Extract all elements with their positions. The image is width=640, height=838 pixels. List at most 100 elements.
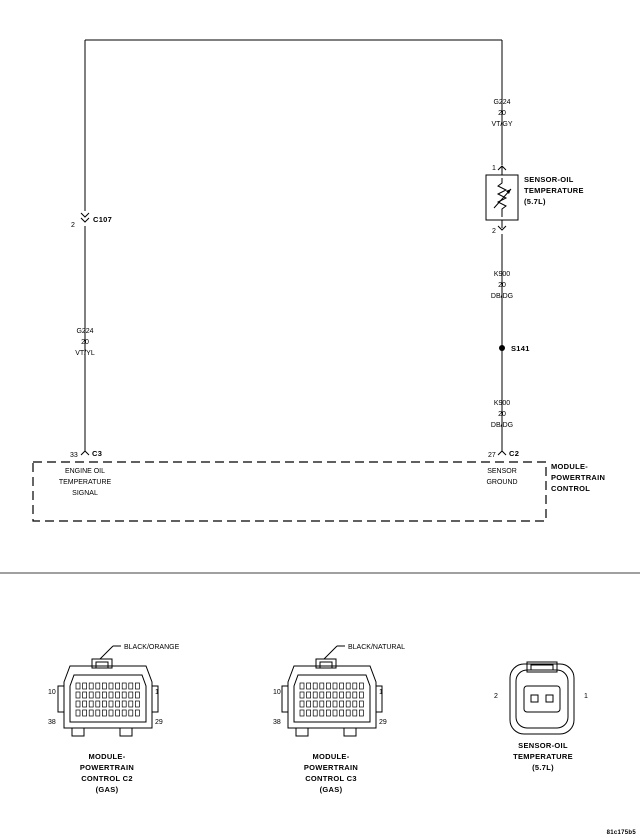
pin-cavity bbox=[82, 700, 87, 708]
c2-pin-38: 38 bbox=[48, 719, 56, 726]
pin-cavity bbox=[108, 709, 114, 717]
pin-cavity bbox=[352, 700, 358, 708]
pin-cavity bbox=[306, 682, 311, 690]
wire-label-line: 20 bbox=[498, 110, 506, 117]
c3-color-label: BLACK/NATURAL bbox=[348, 644, 405, 651]
pin-cavity bbox=[135, 691, 140, 699]
pin-cavity bbox=[75, 700, 81, 708]
pin-cavity bbox=[299, 691, 305, 699]
pin-cavity bbox=[95, 682, 101, 690]
wire-label-line: 20 bbox=[498, 411, 506, 418]
wire-label-line: G224 bbox=[493, 99, 510, 106]
c3-connector-label: C3 bbox=[92, 449, 102, 458]
pcm-c3-connector-view bbox=[281, 645, 383, 737]
pin-cavity bbox=[115, 700, 120, 708]
pin-cavity bbox=[75, 682, 81, 690]
c3-pin-38: 38 bbox=[273, 719, 281, 726]
pin-cavity bbox=[352, 709, 358, 717]
pin-cavity bbox=[121, 691, 127, 699]
c2-caption-line: CONTROL C2 bbox=[81, 774, 133, 783]
pcm-label-line: MODULE- bbox=[551, 462, 588, 471]
pin-cavity bbox=[128, 691, 134, 699]
sensor-view-pin-1: 1 bbox=[584, 693, 588, 700]
c2-connector-label: C2 bbox=[509, 449, 519, 458]
pcm-label-line: POWERTRAIN bbox=[551, 473, 605, 482]
pin-cavity bbox=[128, 682, 134, 690]
sensor-caption-line: (5.7L) bbox=[532, 763, 554, 772]
pin-cavity bbox=[326, 709, 331, 717]
pin-cavity bbox=[299, 682, 305, 690]
wire-label-line: DB/DG bbox=[491, 422, 513, 429]
wire-label-line: DB/DG bbox=[491, 293, 513, 300]
pin-cavity bbox=[359, 682, 364, 690]
c2-pin-29: 29 bbox=[155, 719, 163, 726]
pin-cavity bbox=[88, 700, 94, 708]
pin-cavity bbox=[345, 691, 351, 699]
pin-cavity bbox=[326, 682, 331, 690]
wire-label-line: 20 bbox=[498, 282, 506, 289]
c3-pin-1: 1 bbox=[379, 689, 383, 696]
pin-cavity bbox=[312, 682, 318, 690]
c2-caption-line: (GAS) bbox=[96, 785, 119, 794]
pin-cavity bbox=[319, 709, 325, 717]
c2-color-label: BLACK/ORANGE bbox=[124, 644, 180, 651]
pcm-circuit-line: GROUND bbox=[486, 479, 517, 486]
wire-label-line: K900 bbox=[494, 271, 510, 278]
pin-cavity bbox=[339, 691, 344, 699]
pin-cavity bbox=[95, 691, 101, 699]
pin-cavity bbox=[306, 709, 311, 717]
pin-cavity bbox=[319, 700, 325, 708]
pin-cavity bbox=[108, 682, 114, 690]
pin-cavity bbox=[339, 682, 344, 690]
pin-cavity bbox=[332, 691, 338, 699]
pin-cavity bbox=[352, 691, 358, 699]
wire-label-line: VT/GY bbox=[491, 121, 512, 128]
pin-cavity bbox=[115, 691, 120, 699]
c107-connector-label: C107 bbox=[93, 215, 112, 224]
pin-cavity bbox=[108, 700, 114, 708]
pin-cavity bbox=[332, 682, 338, 690]
wire-g224-loop bbox=[84, 39, 503, 451]
pin-cavity bbox=[312, 709, 318, 717]
pin-cavity bbox=[102, 709, 107, 717]
pin-cavity bbox=[88, 709, 94, 717]
wire-label-line: K900 bbox=[494, 400, 510, 407]
c3-caption-line: POWERTRAIN bbox=[304, 763, 358, 772]
c2-pin-1: 1 bbox=[155, 689, 159, 696]
pin-cavity bbox=[121, 682, 127, 690]
pin-cavity bbox=[312, 691, 318, 699]
pcm-circuit-line: SIGNAL bbox=[72, 490, 98, 497]
c2-caption-line: POWERTRAIN bbox=[80, 763, 134, 772]
wire-label-line: G224 bbox=[76, 328, 93, 335]
pin-cavity bbox=[102, 700, 107, 708]
pin-cavity bbox=[82, 709, 87, 717]
pin-cavity bbox=[135, 700, 140, 708]
s141-splice-label: S141 bbox=[511, 344, 530, 353]
sensor-caption-line: TEMPERATURE bbox=[513, 752, 573, 761]
pin-cavity bbox=[345, 700, 351, 708]
c3-caption-line: MODULE- bbox=[312, 752, 349, 761]
s141-splice-dot bbox=[499, 345, 505, 351]
sensor-pin-1: 1 bbox=[492, 165, 496, 172]
pin-cavity bbox=[82, 682, 87, 690]
pin-cavity bbox=[128, 700, 134, 708]
c3-pin-10: 10 bbox=[273, 689, 281, 696]
pin-cavity bbox=[326, 700, 331, 708]
pin-cavity bbox=[75, 691, 81, 699]
pcm-circuit-line: TEMPERATURE bbox=[59, 479, 112, 486]
c3-pin-number: 33 bbox=[70, 452, 78, 459]
pin-cavity bbox=[352, 682, 358, 690]
pin-cavity bbox=[319, 691, 325, 699]
pin-cavity bbox=[102, 682, 107, 690]
wire-label-line: 20 bbox=[81, 339, 89, 346]
pin-cavity bbox=[121, 700, 127, 708]
sensor-connector-view bbox=[509, 661, 575, 735]
sensor-caption-line: SENSOR-OIL bbox=[518, 741, 568, 750]
c3-caption-line: (GAS) bbox=[320, 785, 343, 794]
pin-cavity bbox=[359, 691, 364, 699]
c3-pin-29: 29 bbox=[379, 719, 387, 726]
pin-cavity bbox=[121, 709, 127, 717]
pin-cavity bbox=[359, 709, 364, 717]
pin-cavity bbox=[135, 682, 140, 690]
